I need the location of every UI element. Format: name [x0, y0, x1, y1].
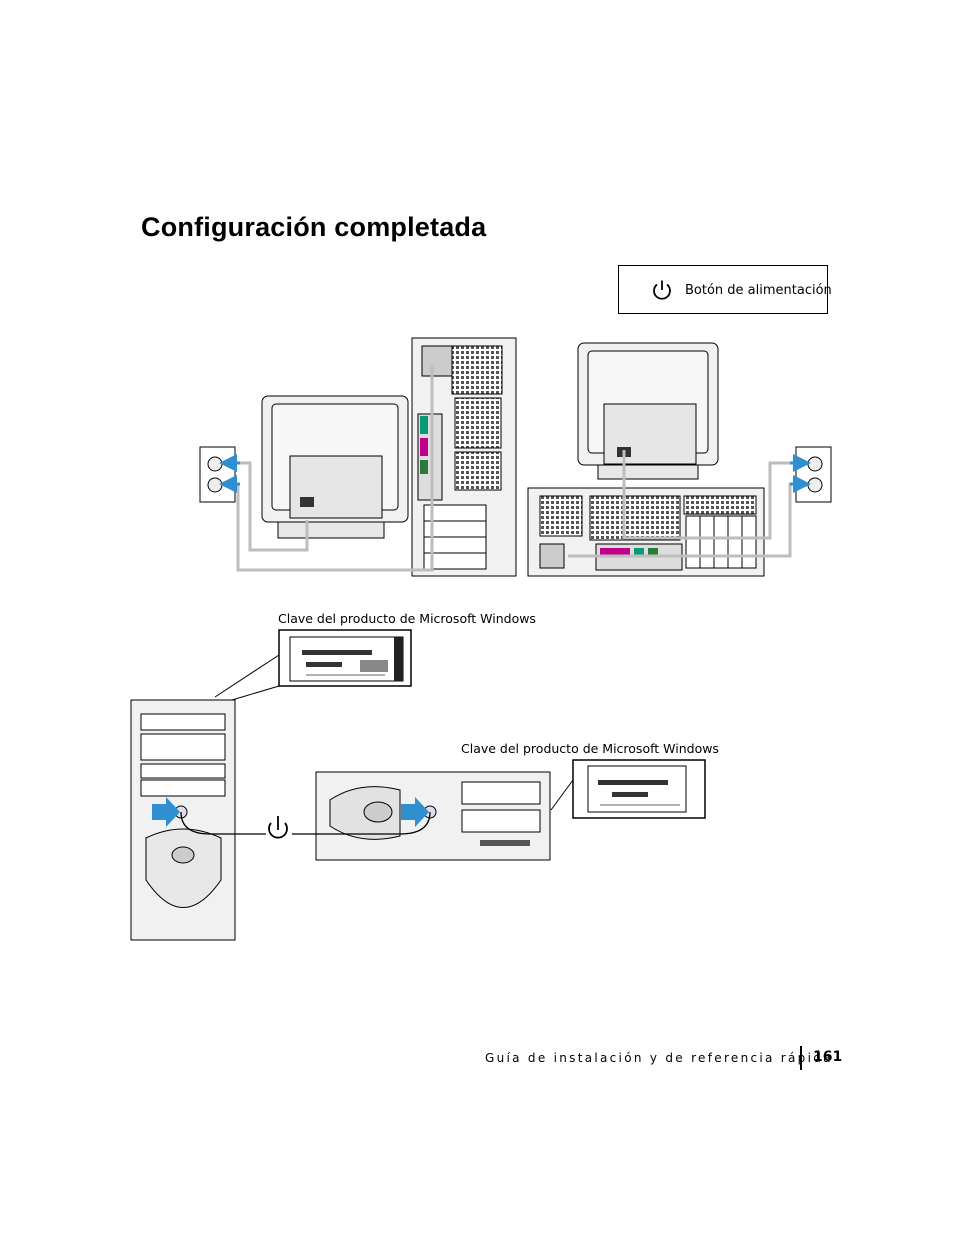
desktop-front — [315, 771, 551, 861]
product-key-label-tower — [214, 629, 412, 701]
caption-product-key-tower: Clave del producto de Microsoft Windows — [278, 611, 536, 626]
power-icon — [653, 280, 671, 300]
power-button-legend: Botón de alimentación — [618, 265, 832, 314]
footer-guide-title: Guía de instalación y de referencia rápi… — [485, 1051, 833, 1065]
left-tower-rear — [411, 337, 517, 577]
arrow-icon — [401, 797, 429, 827]
footer-divider — [800, 1046, 802, 1070]
product-key-label-desktop — [550, 759, 706, 819]
power-icon — [268, 822, 288, 839]
page-number: 161 — [813, 1049, 843, 1065]
arrow-icon — [152, 797, 180, 827]
cable-arrows — [219, 454, 811, 493]
caption-product-key-desktop: Clave del producto de Microsoft Windows — [461, 741, 719, 756]
left-monitor — [261, 395, 409, 539]
right-wall-outlet — [795, 446, 832, 503]
left-wall-outlet — [199, 446, 236, 503]
right-monitor — [577, 342, 719, 480]
legend-label: Botón de alimentación — [685, 283, 832, 298]
power-button-callouts — [152, 797, 431, 839]
page-title: Configuración completada — [141, 212, 487, 242]
tower-front — [130, 699, 236, 941]
right-desktop-rear — [527, 487, 765, 577]
